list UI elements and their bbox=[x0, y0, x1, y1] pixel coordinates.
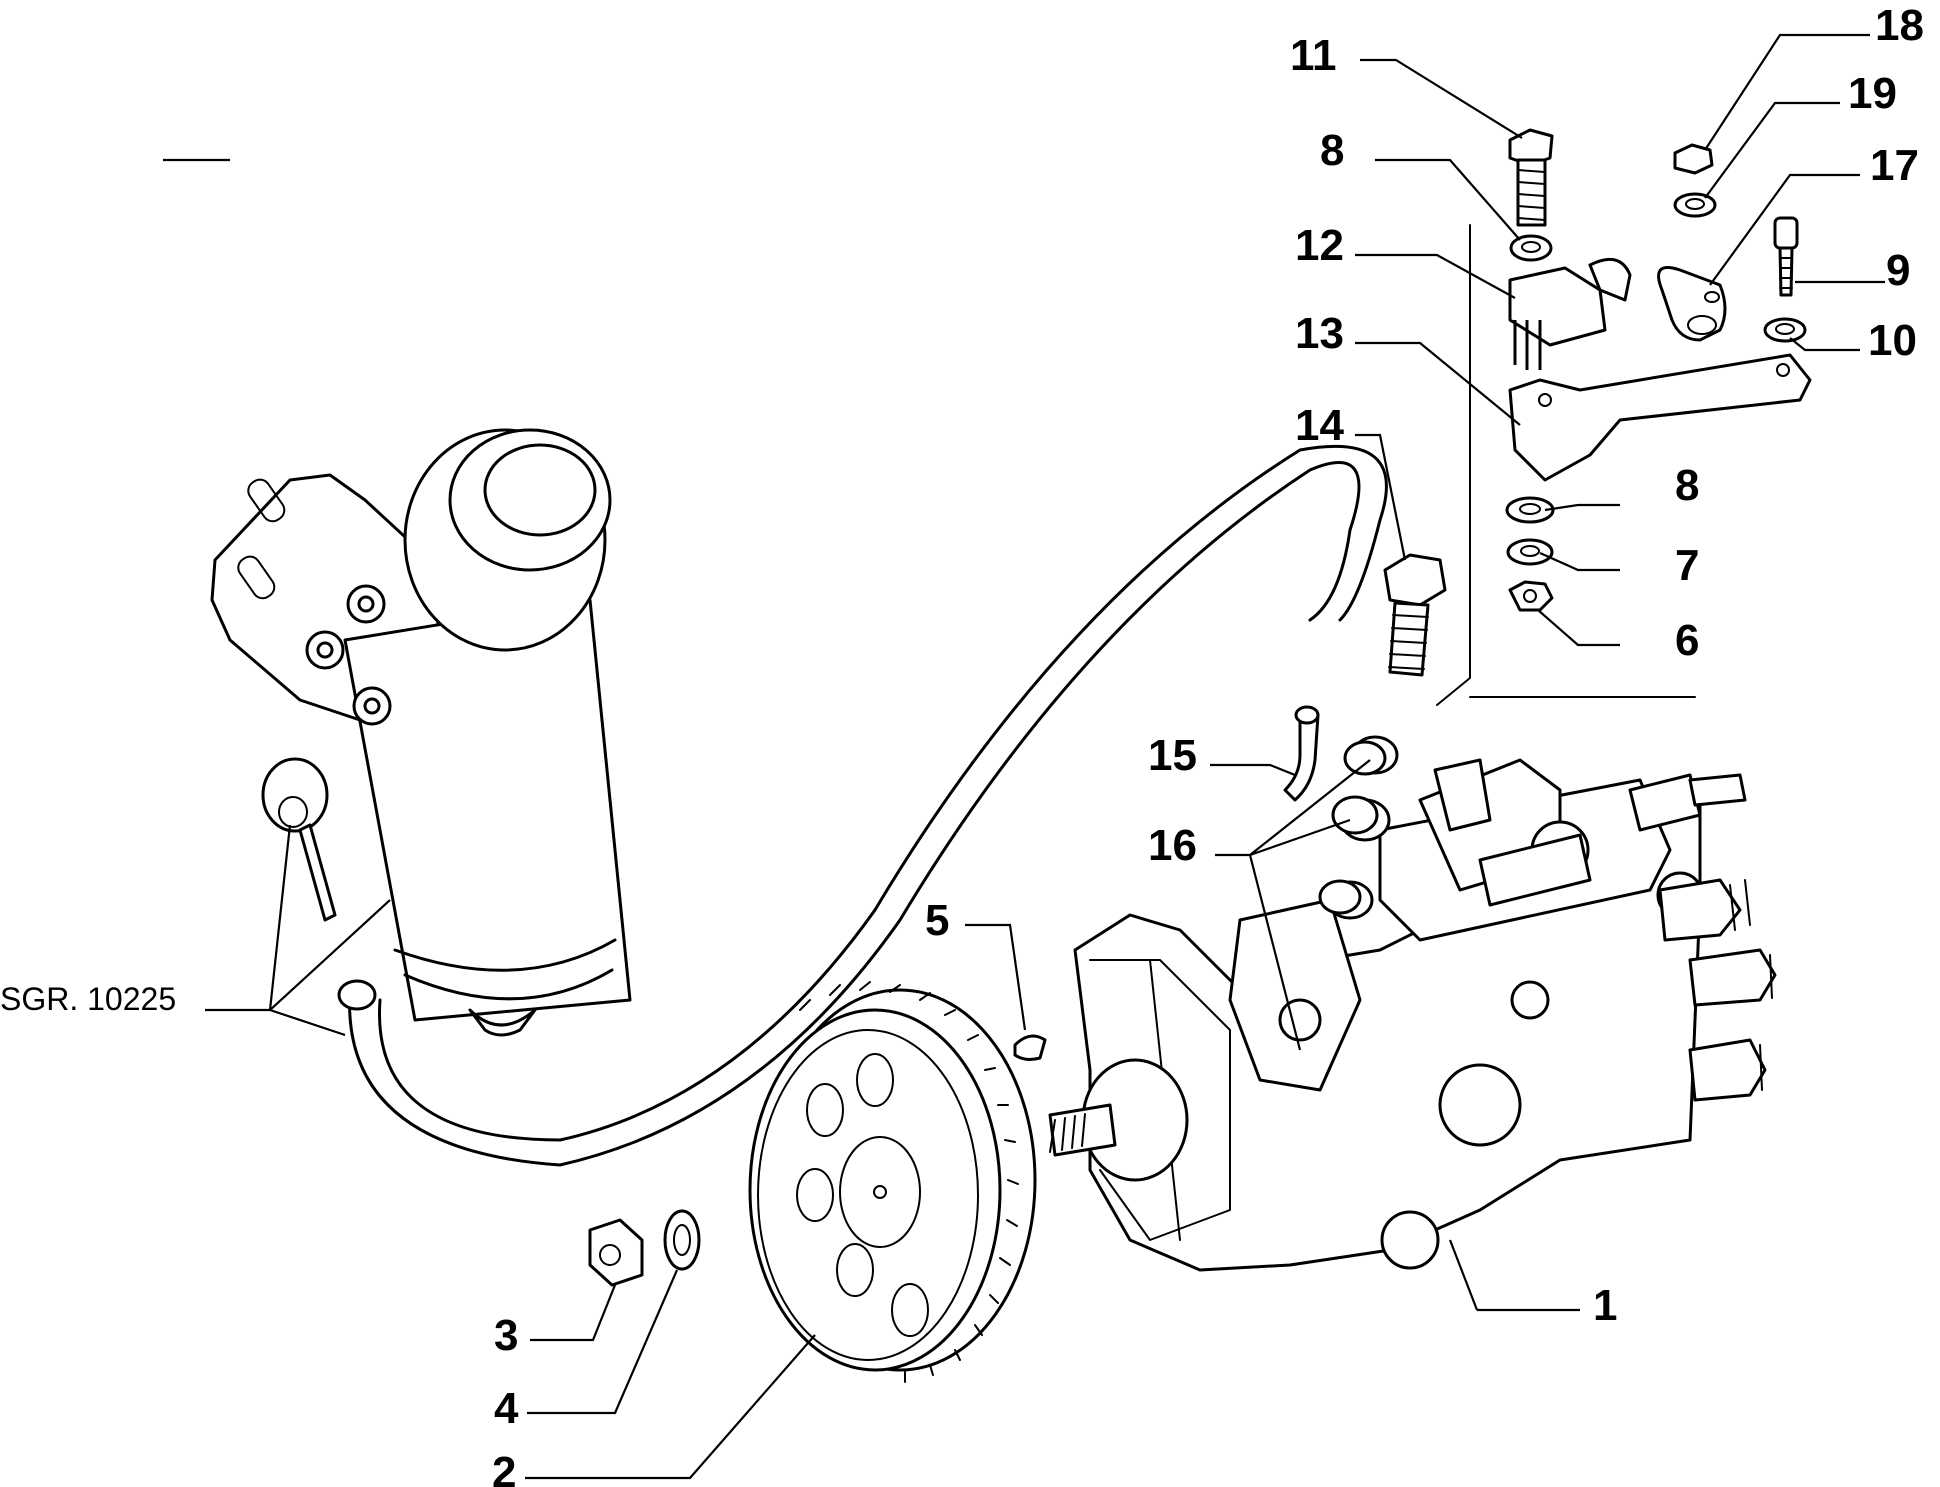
fuel-filter-assembly bbox=[210, 428, 632, 1037]
bracket-assembly bbox=[1436, 128, 1812, 706]
callout-3: 3 bbox=[494, 1311, 518, 1360]
callout-8-upper: 8 bbox=[1320, 126, 1344, 175]
injection-pump bbox=[1048, 705, 1777, 1272]
callout-8-lower: 8 bbox=[1675, 461, 1699, 510]
callout-10: 10 bbox=[1868, 316, 1917, 365]
sealing-washers bbox=[1318, 740, 1387, 915]
reference-code: SGR. 10225 bbox=[0, 981, 176, 1017]
callout-6: 6 bbox=[1675, 616, 1699, 665]
callout-14: 14 bbox=[1295, 401, 1344, 450]
callout-9: 9 bbox=[1886, 246, 1910, 295]
callout-18: 18 bbox=[1875, 1, 1924, 50]
callout-11: 11 bbox=[1290, 31, 1337, 80]
callout-2: 2 bbox=[492, 1448, 516, 1487]
callout-13: 13 bbox=[1295, 309, 1344, 358]
timing-gear bbox=[748, 981, 1037, 1383]
callout-15: 15 bbox=[1148, 731, 1197, 780]
callout-1: 1 bbox=[1593, 1281, 1617, 1330]
callout-19: 19 bbox=[1848, 69, 1897, 118]
nut-and-washer bbox=[588, 1209, 701, 1287]
banjo-bolt bbox=[1383, 553, 1447, 677]
callout-12: 12 bbox=[1295, 221, 1344, 270]
leader-lines bbox=[163, 33, 1885, 1480]
callout-7: 7 bbox=[1675, 541, 1699, 590]
callout-17: 17 bbox=[1870, 141, 1919, 190]
callout-16: 16 bbox=[1148, 821, 1197, 870]
woodruff-key bbox=[1013, 1034, 1047, 1061]
fuel-pipe bbox=[337, 444, 1388, 1167]
callout-4: 4 bbox=[494, 1384, 519, 1433]
callout-5: 5 bbox=[925, 896, 949, 945]
